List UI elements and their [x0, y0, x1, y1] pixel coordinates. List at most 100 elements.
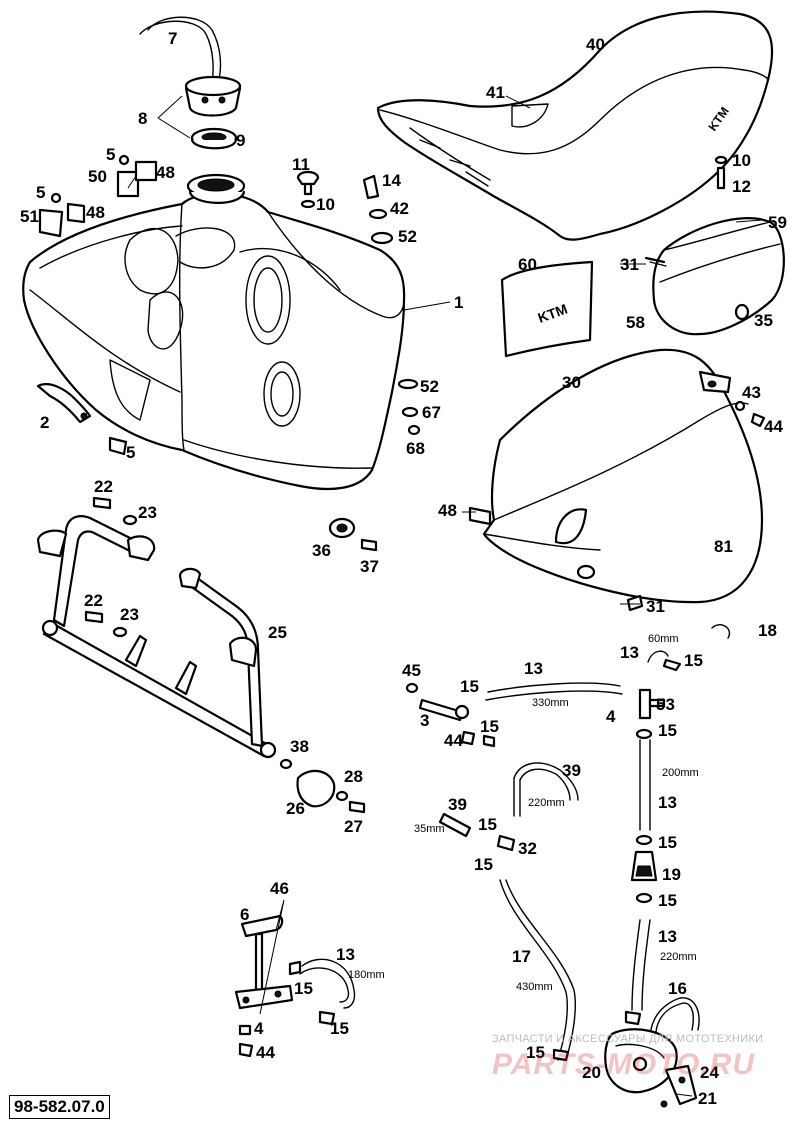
callout-label: 30 — [562, 373, 581, 392]
dimension-label: 330mm — [532, 697, 569, 709]
leader-lines — [127, 95, 763, 1097]
watermark-caption: ЗАПЧАСТИ И АКСЕССУАРЫ ДЛЯ МОТОТЕХНИКИ — [492, 1033, 764, 1045]
callout-label: 1 — [454, 293, 463, 312]
callout-label: 7 — [168, 29, 177, 48]
callout-label: 31 — [646, 597, 665, 616]
callout-label: 22 — [84, 591, 103, 610]
dimension-labels: 60mm 330mm 200mm 220mm 35mm 180mm 430mm … — [348, 633, 699, 993]
callout-label: 15 — [474, 855, 493, 874]
callout-label: 27 — [344, 817, 363, 836]
callout-label: 59 — [768, 213, 787, 232]
callout-label: 4 — [606, 707, 616, 726]
callout-labels: 7 8 9 40 41 10 12 5 50 48 5 51 48 11 10 … — [20, 29, 787, 1108]
callout-label: 42 — [390, 199, 409, 218]
dimension-label: 430mm — [516, 981, 553, 993]
callout-label: 39 — [562, 761, 581, 780]
callout-label: 44 — [764, 417, 783, 436]
callout-label: 48 — [156, 163, 175, 182]
filler-cap — [139, 16, 242, 117]
callout-label: 39 — [448, 795, 467, 814]
callout-label: 44 — [444, 731, 463, 750]
callout-label: 45 — [402, 661, 421, 680]
callout-label: 46 — [270, 879, 289, 898]
callout-label: 8 — [138, 109, 147, 128]
frame-hardware — [84, 496, 378, 814]
callout-label: 67 — [422, 403, 441, 422]
callout-label: 81 — [714, 537, 733, 556]
callout-label: 16 — [668, 979, 687, 998]
callout-label: 15 — [658, 833, 677, 852]
decal-60: KTM — [500, 260, 594, 358]
fuel-tank — [22, 173, 406, 491]
callout-label: 5 — [126, 443, 135, 462]
callout-label: 19 — [662, 865, 681, 884]
dimension-label: 35mm — [414, 823, 445, 835]
dimension-label: 200mm — [662, 767, 699, 779]
callout-label: 13 — [620, 643, 639, 662]
callout-label: 10 — [732, 151, 751, 170]
callout-label: 23 — [120, 605, 139, 624]
callout-label: 35 — [754, 311, 773, 330]
callout-label: 60 — [518, 255, 537, 274]
callout-label: 48 — [438, 501, 457, 520]
callout-label: 15 — [294, 979, 313, 998]
callout-label: 51 — [20, 207, 39, 226]
callout-label: 58 — [626, 313, 645, 332]
callout-label: 15 — [658, 891, 677, 910]
callout-label: 12 — [732, 177, 751, 196]
callout-label: 25 — [268, 623, 287, 642]
hardware-set-top — [38, 154, 766, 612]
callout-label: 15 — [658, 721, 677, 740]
callout-label: 15 — [460, 677, 479, 696]
callout-label: 38 — [290, 737, 309, 756]
callout-label: 9 — [236, 131, 245, 150]
callout-label: 18 — [758, 621, 777, 640]
seat: KTM — [376, 10, 774, 241]
callout-label: 20 — [582, 1063, 601, 1082]
callout-label: 13 — [658, 793, 677, 812]
callout-label: 32 — [518, 839, 537, 858]
callout-label: 15 — [478, 815, 497, 834]
callout-label: 43 — [742, 383, 761, 402]
petcock-assembly — [234, 914, 336, 1058]
callout-label: 11 — [292, 155, 310, 174]
fuel-line-system — [299, 624, 731, 1061]
callout-label: 48 — [86, 203, 105, 222]
callout-label: 13 — [336, 945, 355, 964]
callout-label: 2 — [40, 413, 49, 432]
callout-label: 5 — [36, 183, 45, 202]
callout-label: 22 — [94, 477, 113, 496]
dimension-label: 220mm — [660, 951, 697, 963]
callout-label: 15 — [684, 651, 703, 670]
callout-label: 68 — [406, 439, 425, 458]
callout-label: 6 — [240, 905, 249, 924]
callout-label: 50 — [88, 167, 107, 186]
callout-label: 15 — [330, 1019, 349, 1038]
callout-label: 36 — [312, 541, 331, 560]
callout-label: 40 — [586, 35, 605, 54]
callout-label: 17 — [512, 947, 531, 966]
callout-label: 44 — [256, 1043, 275, 1062]
cap-gasket — [190, 127, 238, 150]
callout-label: 23 — [138, 503, 157, 522]
callout-label: 13 — [524, 659, 543, 678]
callout-label: 28 — [344, 767, 363, 786]
callout-label: 52 — [420, 377, 439, 396]
callout-label: 14 — [382, 171, 401, 190]
side-cover — [482, 348, 764, 604]
dimension-label: 180mm — [348, 969, 385, 981]
callout-label: 26 — [286, 799, 305, 818]
callout-label: 37 — [360, 557, 379, 576]
dimension-label: 220mm — [528, 797, 565, 809]
bracket-2 — [36, 383, 128, 456]
callout-label: 13 — [658, 927, 677, 946]
callout-label: 21 — [698, 1089, 717, 1108]
callout-label: 4 — [254, 1019, 264, 1038]
tool-box — [649, 217, 785, 336]
dimension-label: 60mm — [648, 633, 679, 645]
document-number: 98-582.07.0 — [9, 1095, 110, 1119]
callout-label: 5 — [106, 145, 115, 164]
pump-assembly — [552, 1010, 698, 1108]
callout-label: 52 — [398, 227, 417, 246]
